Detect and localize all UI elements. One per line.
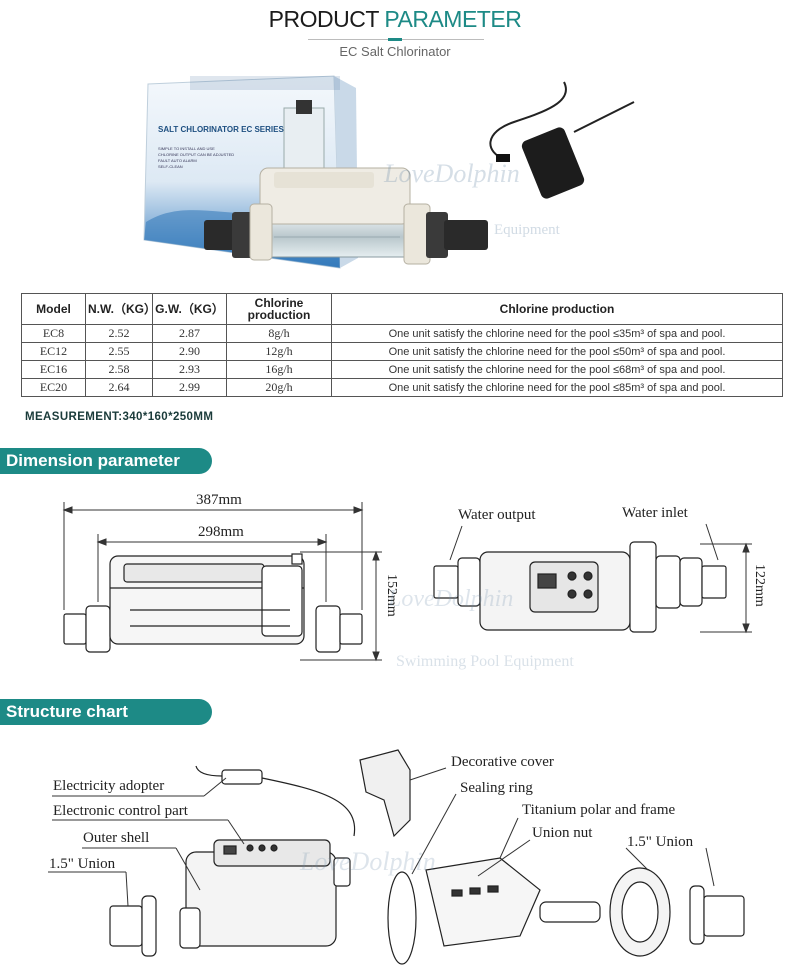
table-header-row: Model N.W.（KG） G.W.（KG） Chlorine product… [21, 293, 783, 325]
cell-model: EC8 [21, 324, 86, 343]
cell-desc: One unit satisfy the chlorine need for t… [331, 378, 783, 397]
watermark-tagline-dim: Swimming Pool Equipment [396, 653, 574, 670]
watermark-brand-struct: LoveDolphin [299, 847, 436, 876]
table-row: EC8 2.52 2.87 8g/h One unit satisfy the … [21, 324, 783, 343]
measurement-label: MEASUREMENT:340*160*250MM [25, 411, 214, 423]
label-electricity-adopter: Electricity adopter [53, 778, 164, 794]
label-water-output: Water output [458, 507, 536, 523]
title-divider-accent [388, 38, 402, 41]
dim-top-height: 122mm [752, 564, 767, 607]
part-electronic-control [213, 839, 331, 867]
cell-gw: 2.90 [152, 342, 227, 361]
cell-nw: 2.55 [85, 342, 153, 361]
cell-rate: 16g/h [226, 360, 332, 379]
watermark-brand: LoveDolphin [383, 159, 520, 188]
table-row: EC20 2.64 2.99 20g/h One unit satisfy th… [21, 378, 783, 397]
page-subtitle: EC Salt Chlorinator [339, 44, 451, 59]
cell-gw: 2.87 [152, 324, 227, 343]
dim-side-height: 152mm [384, 574, 399, 617]
side-view-unit [63, 553, 363, 653]
part-adapter [221, 769, 263, 785]
page-title: PRODUCT PARAMETER [0, 6, 790, 33]
top-view-unit [433, 541, 727, 633]
label-water-inlet: Water inlet [622, 505, 689, 521]
table-row: EC12 2.55 2.90 12g/h One unit satisfy th… [21, 342, 783, 361]
cell-gw: 2.99 [152, 378, 227, 397]
label-titanium-frame: Titanium polar and frame [522, 802, 676, 818]
label-union-left: 1.5" Union [49, 856, 116, 872]
box-feature-2: CHLORINE OUTPUT CAN BE ADJUSTED [158, 152, 234, 157]
cell-nw: 2.58 [85, 360, 153, 379]
part-titanium-frame [425, 857, 541, 947]
dim-body-length: 298mm [198, 524, 244, 540]
section-title-dimension: Dimension parameter [0, 448, 212, 474]
col-header-chlorine-rate: Chlorine production [226, 293, 332, 325]
part-sealing-ring [387, 871, 417, 965]
section-title-structure: Structure chart [0, 699, 212, 725]
title-word-product: PRODUCT [268, 6, 379, 32]
cell-model: EC12 [21, 342, 86, 361]
cell-desc: One unit satisfy the chlorine need for t… [331, 342, 783, 361]
cell-nw: 2.64 [85, 378, 153, 397]
cell-rate: 8g/h [226, 324, 332, 343]
label-electronic-control: Electronic control part [53, 803, 189, 819]
structure-drawing: Electricity adopter Electronic control p… [48, 749, 745, 965]
spec-table: Model N.W.（KG） G.W.（KG） Chlorine product… [21, 293, 783, 397]
page-header: PRODUCT PARAMETER EC Salt Chlorinator [0, 0, 790, 66]
label-union-nut: Union nut [532, 825, 593, 841]
part-union-left [109, 905, 143, 947]
col-header-chlorine-desc: Chlorine production [331, 293, 783, 325]
part-decorative-cover [359, 749, 411, 838]
table-row: EC16 2.58 2.93 16g/h One unit satisfy th… [21, 360, 783, 379]
cell-model: EC16 [21, 360, 86, 379]
dim-overall-length: 387mm [196, 492, 242, 508]
label-union-right: 1.5" Union [627, 834, 694, 850]
label-sealing-ring: Sealing ring [460, 780, 533, 796]
cell-model: EC20 [21, 378, 86, 397]
power-adapter [489, 81, 635, 199]
cell-rate: 20g/h [226, 378, 332, 397]
part-union-right [689, 885, 705, 945]
watermark-tagline: Equipment [494, 222, 561, 238]
col-header-gw: G.W.（KG） [152, 293, 227, 325]
box-title: SALT CHLORINATOR EC SERIES [158, 125, 284, 134]
title-word-parameter: PARAMETER [384, 6, 522, 32]
cell-gw: 2.93 [152, 360, 227, 379]
box-feature-4: SELF-CLEAN [158, 164, 183, 169]
label-decorative-cover: Decorative cover [451, 754, 554, 770]
label-outer-shell: Outer shell [83, 830, 149, 846]
cell-desc: One unit satisfy the chlorine need for t… [331, 324, 783, 343]
cell-desc: One unit satisfy the chlorine need for t… [331, 360, 783, 379]
dimension-drawing: 387mm 298mm 152mm Water output Water inl… [62, 492, 767, 670]
box-feature-1: SIMPLE TO INSTALL AND USE [158, 146, 215, 151]
col-header-nw: N.W.（KG） [85, 293, 156, 325]
watermark-brand-dim: LoveDolphin [387, 586, 513, 612]
box-feature-3: FAULT AUTO ALARM [158, 158, 197, 163]
cell-rate: 12g/h [226, 342, 332, 361]
product-photo: SALT CHLORINATOR EC SERIES SIMPLE TO INS… [143, 75, 635, 269]
cell-nw: 2.52 [85, 324, 153, 343]
col-header-model: Model [21, 293, 86, 325]
chlorinator-unit [204, 167, 488, 265]
